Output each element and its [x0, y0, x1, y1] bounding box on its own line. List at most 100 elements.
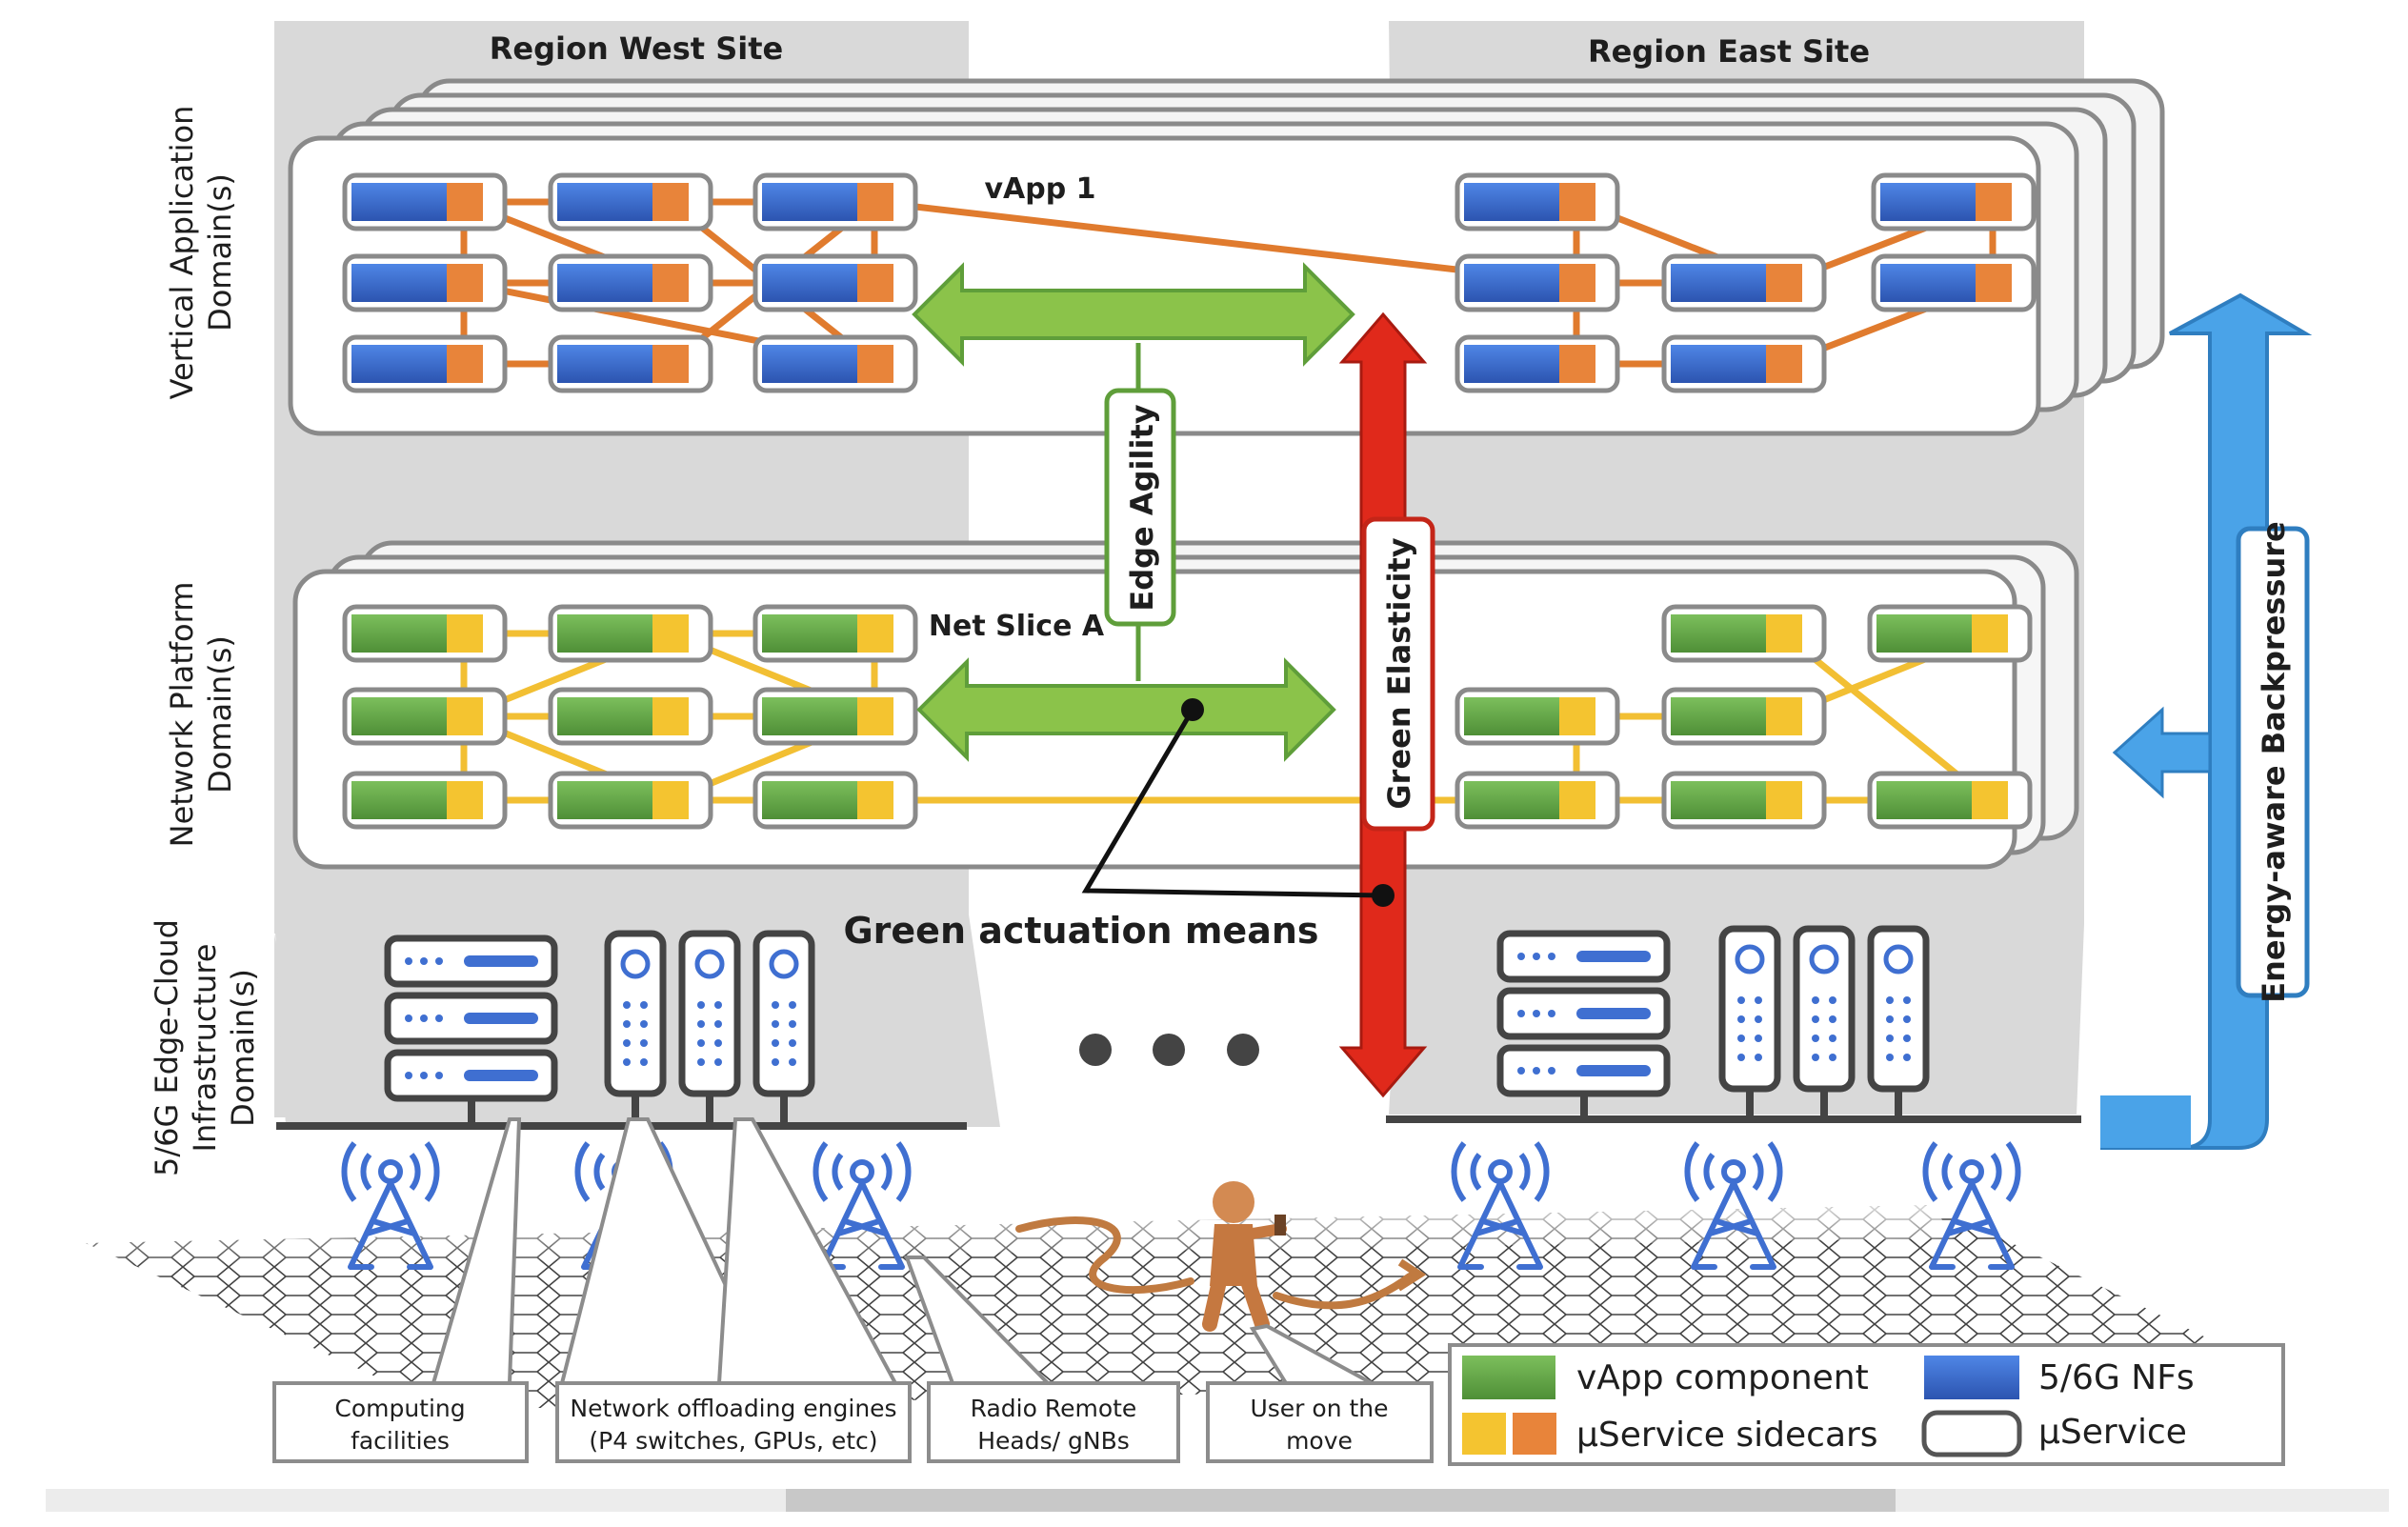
netslice-microservice	[1661, 771, 1827, 830]
svg-text:Domain(s): Domain(s)	[202, 635, 238, 794]
svg-text:Radio Remote: Radio Remote	[971, 1395, 1137, 1422]
netslice-microservice	[1661, 687, 1827, 746]
energy-backpressure: Energy-aware Backpressure	[2100, 292, 2313, 1150]
vapp-microservice	[1455, 334, 1620, 393]
netslice-microservices	[342, 604, 2033, 830]
vapp-agility-arrow	[912, 262, 1355, 367]
vapp-label: vApp 1	[984, 172, 1095, 206]
netslice-microservice	[1661, 604, 1827, 663]
netslice-microservice	[342, 687, 508, 746]
gpu-engine-icon	[1718, 925, 1781, 1093]
legend-orange-swatch	[1513, 1413, 1556, 1455]
netslice-microservice	[1455, 771, 1620, 830]
svg-text:facilities: facilities	[351, 1427, 450, 1455]
svg-text:5/6G Edge-Cloud: 5/6G Edge-Cloud	[149, 919, 185, 1176]
green-elasticity-label: Green Elasticity	[1381, 537, 1417, 809]
edge-agility-label: Edge Agility	[1124, 404, 1160, 611]
rack-server-icon	[1496, 987, 1671, 1040]
gpu-engine-icon	[604, 930, 667, 1097]
netslice-microservice	[342, 604, 508, 663]
edge-agility: Edge Agility	[912, 262, 1355, 762]
svg-text:Network offloading engines: Network offloading engines	[570, 1395, 896, 1422]
legend-yellow-swatch	[1462, 1413, 1506, 1455]
radio-tower-icon	[341, 1141, 440, 1270]
legend-vapp-text: vApp component	[1576, 1358, 1869, 1397]
netslice-microservice	[1455, 687, 1620, 746]
svg-text:Computing: Computing	[334, 1395, 465, 1422]
rack-server-icon	[384, 992, 558, 1045]
legend-nf-text: 5/6G NFs	[2038, 1358, 2195, 1397]
vapp-microservice	[342, 253, 508, 312]
ellipsis-dots	[1079, 1034, 1259, 1066]
vapp-microservice	[1455, 253, 1620, 312]
legend-microservice-swatch	[1921, 1410, 2022, 1457]
vapp-microservice	[548, 172, 713, 231]
svg-text:(P4 switches, GPUs, etc): (P4 switches, GPUs, etc)	[589, 1427, 877, 1455]
callout-pointers	[431, 1117, 1373, 1385]
gpu-engine-icon	[1793, 925, 1856, 1093]
legend-nf-swatch	[1924, 1356, 2019, 1399]
gpu-engine-icon	[752, 930, 815, 1097]
netslice-microservice	[548, 687, 713, 746]
user-callout: User on the move	[1206, 1381, 1434, 1463]
east-site-title: Region East Site	[1588, 33, 1870, 70]
svg-text:move: move	[1286, 1427, 1353, 1455]
vapp-microservice	[342, 334, 508, 393]
svg-text:Infrastructure: Infrastructure	[187, 944, 223, 1153]
vapp-microservice	[1455, 172, 1620, 231]
svg-text:User on the: User on the	[1250, 1395, 1388, 1422]
gpu-engine-icon	[1867, 925, 1930, 1093]
vapp-microservice	[1661, 334, 1827, 393]
netslice-microservice	[548, 771, 713, 830]
netslice-agility-arrow	[916, 657, 1336, 762]
radio-tower-icon	[1922, 1141, 2021, 1270]
netslice-microservice	[752, 604, 918, 663]
legend-sidecars-text: μService sidecars	[1576, 1416, 1878, 1455]
rack-server-icon	[1496, 1044, 1671, 1097]
east-infrastructure	[1386, 925, 2081, 1123]
rack-server-icon	[384, 934, 558, 988]
netslice-microservice	[342, 771, 508, 830]
netslice-microservice	[548, 604, 713, 663]
netslice-microservice	[1867, 604, 2033, 663]
netslice-label: Net Slice A	[929, 610, 1105, 643]
backpressure-side-arrow	[2112, 706, 2212, 799]
vapp-microservice	[752, 253, 918, 312]
west-infrastructure	[276, 930, 967, 1130]
energy-backpressure-label: Energy-aware Backpressure	[2256, 521, 2292, 1003]
netslice-microservice	[752, 771, 918, 830]
vapp-microservice	[548, 253, 713, 312]
radio-tower-icon	[813, 1141, 912, 1270]
network-domain-label: Network Platform Domain(s)	[164, 582, 238, 848]
vapp-microservice	[1871, 253, 2037, 312]
vapp-microservice	[752, 172, 918, 231]
legend-microservice-text: μService	[2038, 1413, 2187, 1452]
svg-text:Heads/ gNBs: Heads/ gNBs	[977, 1427, 1130, 1455]
user-on-move-figure	[1015, 1181, 1427, 1332]
radio-tower-icon	[1451, 1141, 1550, 1270]
vertical-domain-label: Vertical Application Domain(s)	[164, 106, 238, 400]
gpu-engine-icon	[678, 930, 741, 1097]
green-elasticity: Green Elasticity	[1338, 311, 1435, 1098]
vapp-microservice	[1871, 172, 2037, 231]
west-site-title: Region West Site	[490, 30, 783, 67]
rack-server-icon	[1496, 930, 1671, 983]
green-actuation: Green actuation means	[843, 698, 1395, 952]
vapp-microservice	[548, 334, 713, 393]
radio-tower-icon	[1684, 1141, 1783, 1270]
vapp-microservice	[752, 334, 918, 393]
bottom-strip	[46, 1489, 2389, 1512]
netslice-microservice	[752, 687, 918, 746]
rack-server-icon	[384, 1049, 558, 1102]
vapp-microservices	[342, 172, 2037, 393]
offload-callout: Network offloading engines (P4 switches,…	[555, 1381, 912, 1463]
vapp-microservice	[1661, 253, 1827, 312]
svg-text:Network Platform: Network Platform	[164, 582, 200, 848]
infra-domain-label: 5/6G Edge-Cloud Infrastructure Domain(s)	[149, 919, 261, 1176]
svg-text:Domain(s): Domain(s)	[202, 173, 238, 332]
netslice-microservice	[1867, 771, 2033, 830]
legend: vApp component μService sidecars 5/6G NF…	[1448, 1343, 2285, 1466]
svg-text:Vertical Application: Vertical Application	[164, 106, 200, 400]
green-actuation-label: Green actuation means	[843, 910, 1318, 952]
